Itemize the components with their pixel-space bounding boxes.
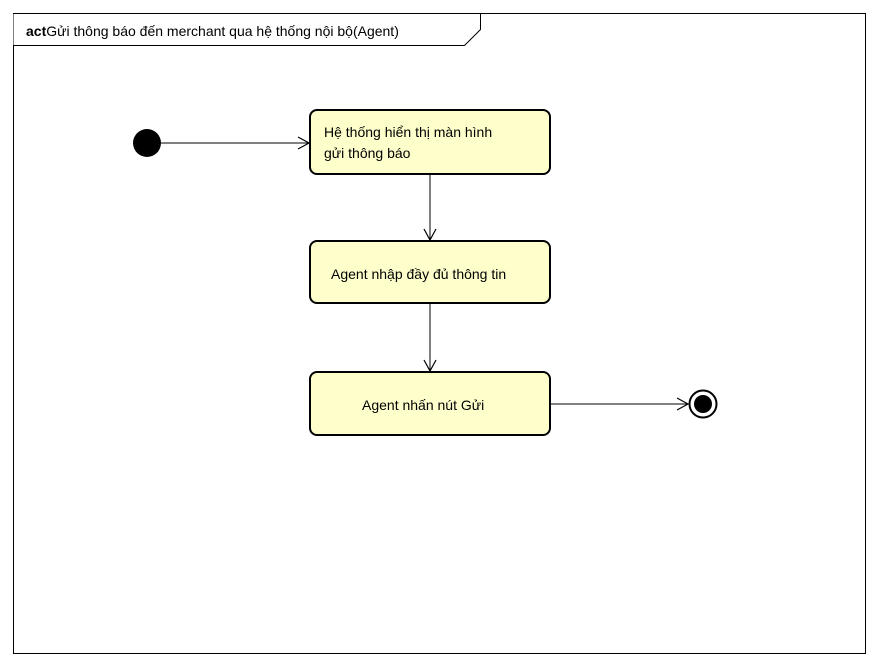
initial-node	[133, 129, 161, 157]
frame-title: actGửi thông báo đến merchant qua hệ thố…	[26, 23, 399, 39]
action-3-text: Agent nhấn nút Gửi	[362, 397, 484, 413]
frame-title-tab	[13, 13, 481, 46]
final-node	[688, 389, 718, 419]
action-show-notification-screen: Hệ thống hiển thị màn hình gửi thông báo	[309, 109, 551, 175]
action-1-text-line-1: Hệ thống hiển thị màn hình	[324, 124, 492, 140]
action-agent-enter-info: Agent nhập đầy đủ thông tin	[309, 240, 551, 304]
action-1-text-line-2: gửi thông báo	[324, 145, 411, 161]
action-agent-press-send: Agent nhấn nút Gửi	[309, 371, 551, 436]
action-2-text: Agent nhập đầy đủ thông tin	[331, 266, 506, 282]
